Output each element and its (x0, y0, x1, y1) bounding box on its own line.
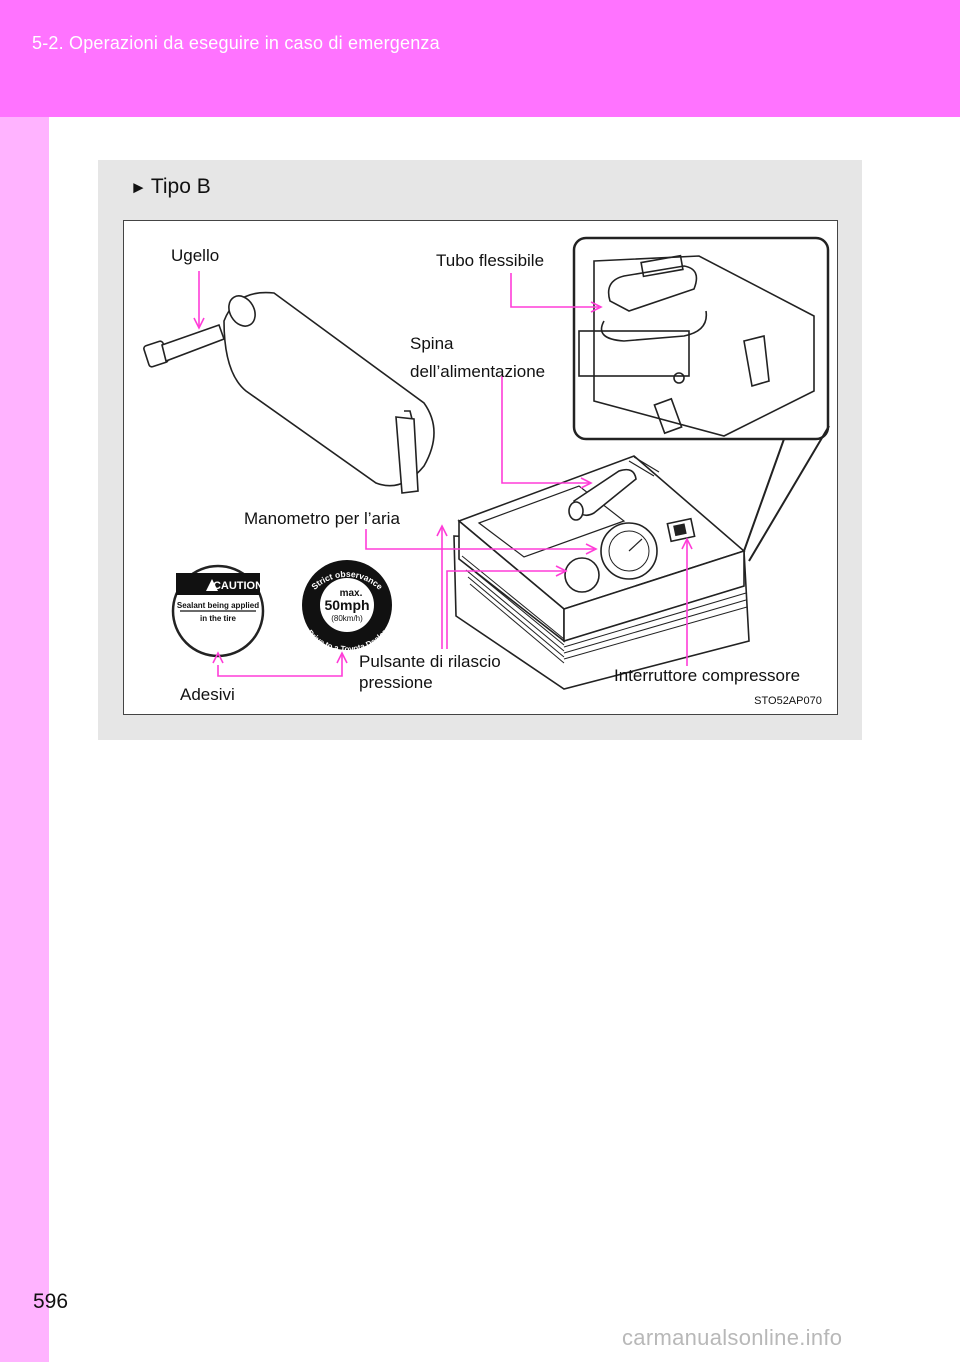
page-number: 596 (33, 1290, 69, 1313)
left-margin-strip (0, 117, 49, 1362)
caution-line1: Sealant being applied (177, 601, 259, 610)
right-triangle-icon: ► (130, 178, 147, 197)
speed-metric: (80km/h) (331, 614, 363, 623)
label-manometro: Manometro per l’aria (244, 509, 400, 528)
sealant-bottle (143, 291, 435, 494)
label-adesivi: Adesivi (180, 685, 235, 704)
label-interruttore: Interruttore compressore (614, 666, 801, 685)
panel-title-text: Tipo B (150, 175, 211, 198)
inset-pointer (743, 425, 830, 562)
label-tubo-flessibile: Tubo flessibile (436, 251, 545, 270)
label-spina-line2: dell’alimentazione (410, 362, 546, 381)
compressor-figure: CAUTION Sealant being applied in the tir… (123, 220, 838, 715)
watermark: carmanualsonline.info (622, 1325, 843, 1350)
header-band (0, 0, 960, 117)
label-spina-line1: Spina (410, 334, 454, 353)
label-ugello: Ugello (171, 246, 220, 265)
section-title: 5-2. Operazioni da eseguire in caso di e… (32, 33, 440, 53)
caution-sticker: CAUTION Sealant being applied in the tir… (171, 564, 265, 658)
caution-heading: CAUTION (213, 580, 263, 592)
compressor-illustration: CAUTION Sealant being applied in the tir… (143, 236, 830, 690)
leader-lines (193, 271, 693, 677)
speed-max: max. (340, 588, 363, 599)
speed-limit-sticker: Strict observance Drive to a Toyota Deal… (302, 560, 392, 654)
caution-line2: in the tire (200, 614, 237, 623)
figure-code: STO52AP070 (746, 694, 830, 709)
panel-title: ►Tipo B (130, 175, 211, 199)
speed-value: 50mph (324, 597, 369, 613)
label-pulsante-line1: Pulsante di rilascio (359, 652, 501, 671)
hose-inset (572, 236, 830, 441)
label-pulsante-line2: pressione (359, 673, 433, 692)
